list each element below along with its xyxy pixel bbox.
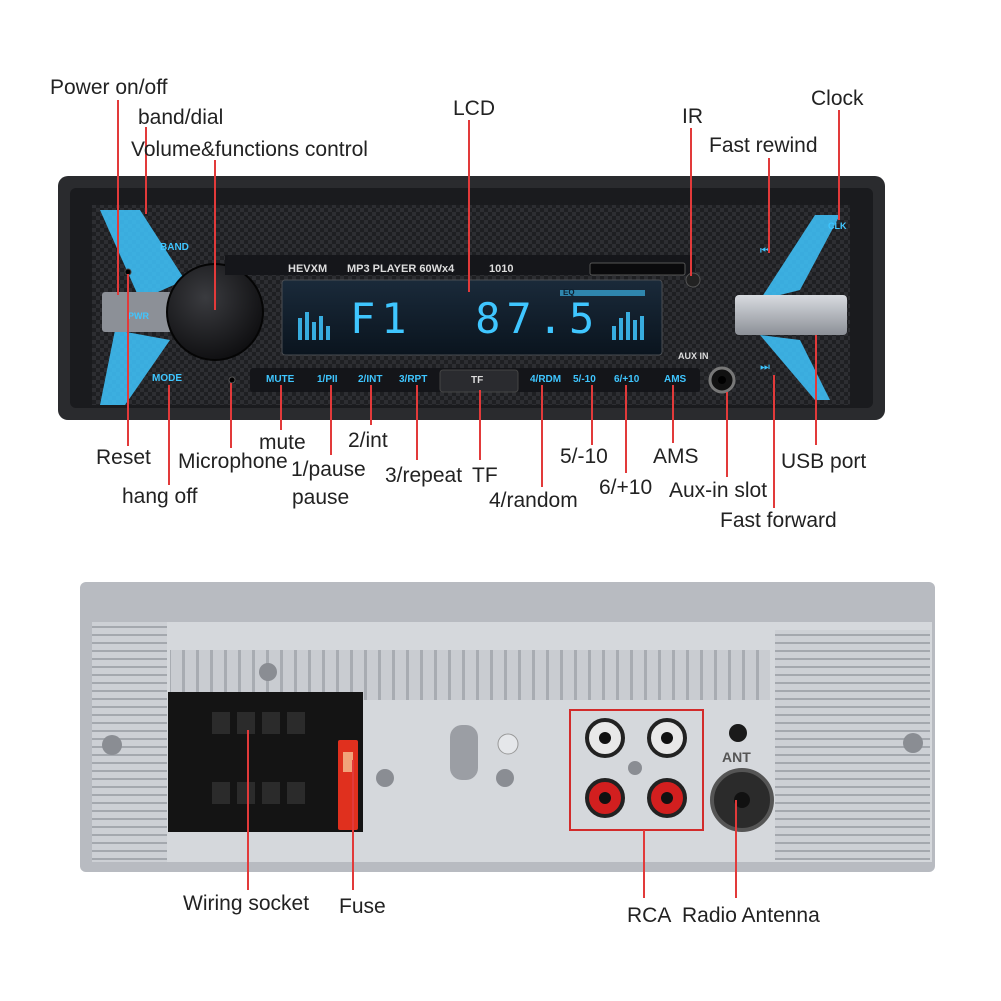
preset-6-button[interactable]: 6/+10 <box>614 374 640 385</box>
preset-5-button[interactable]: 5/-10 <box>573 374 596 385</box>
label-1-pause: 1/pause <box>291 458 366 481</box>
label-radio-antenna: Radio Antenna <box>682 904 820 927</box>
preset-1-button[interactable]: 1/PII <box>317 374 338 385</box>
ir-sensor <box>685 272 701 288</box>
model-text: MP3 PLAYER 60Wx4 <box>347 263 455 275</box>
pwr-button[interactable] <box>102 292 172 332</box>
label-ams: AMS <box>653 445 699 468</box>
label-5-minus-10: 5/-10 <box>560 445 608 468</box>
mute-button[interactable]: MUTE <box>266 374 295 385</box>
next-track-button[interactable]: ⏭ <box>760 361 770 373</box>
label-tf: TF <box>472 464 498 487</box>
label-3-repeat: 3/repeat <box>385 464 463 487</box>
ant-marking: ANT <box>722 749 751 765</box>
microphone-hole <box>228 376 236 384</box>
label-pause: pause <box>292 486 350 509</box>
lcd-readout: F1 87.5 <box>350 294 601 343</box>
preset-2-button[interactable]: 2/INT <box>358 374 383 385</box>
ams-button[interactable]: AMS <box>664 374 687 385</box>
mode-button[interactable]: MODE <box>152 373 182 384</box>
label-2-int: 2/int <box>348 429 388 452</box>
label-band-dial: band/dial <box>138 106 224 129</box>
rear-screw-right <box>903 733 923 753</box>
label-microphone: Microphone <box>178 450 288 473</box>
label-lcd: LCD <box>453 97 496 120</box>
label-fast-rewind: Fast rewind <box>709 134 818 157</box>
pwr-label: PWR <box>128 311 149 321</box>
backlight-right <box>760 215 840 300</box>
label-6-plus-10: 6/+10 <box>599 476 653 499</box>
label-ir: IR <box>682 105 703 128</box>
label-usb-port: USB port <box>781 450 867 473</box>
label-mute: mute <box>259 431 306 454</box>
backlight-left <box>100 210 185 300</box>
label-fast-forward: Fast forward <box>720 509 837 532</box>
label-reset: Reset <box>96 446 151 469</box>
clk-button[interactable]: CLK <box>828 221 847 231</box>
label-power: Power on/off <box>50 76 168 99</box>
brand-text: HEVXM <box>288 263 328 275</box>
preset-3-button[interactable]: 3/RPT <box>399 374 428 385</box>
label-hang-off: hang off <box>122 485 198 508</box>
label-fuse: Fuse <box>339 895 386 918</box>
model-number: 1010 <box>489 263 514 275</box>
label-aux-in-slot: Aux-in slot <box>669 479 768 502</box>
label-4-random: 4/random <box>489 489 578 512</box>
front-panel <box>58 176 885 420</box>
label-volume: Volume&functions control <box>131 138 368 161</box>
label-wiring-socket: Wiring socket <box>183 892 310 915</box>
rear-screw-left <box>102 735 122 755</box>
label-clock: Clock <box>811 87 864 110</box>
lcd-eq-tag: EQ <box>563 288 575 297</box>
rear-panel <box>80 582 935 872</box>
prev-track-button[interactable]: ⏮ <box>760 245 770 257</box>
usb-port[interactable] <box>735 295 847 335</box>
tf-slot[interactable] <box>589 262 686 276</box>
preset-4-button[interactable]: 4/RDM <box>530 374 562 385</box>
rca-box <box>569 709 704 831</box>
lcd-display <box>281 279 663 356</box>
label-rca: RCA <box>627 904 672 927</box>
band-button[interactable]: BAND <box>160 242 189 253</box>
tf-button-label: TF <box>471 375 484 386</box>
aux-in-label: AUX IN <box>678 351 709 361</box>
